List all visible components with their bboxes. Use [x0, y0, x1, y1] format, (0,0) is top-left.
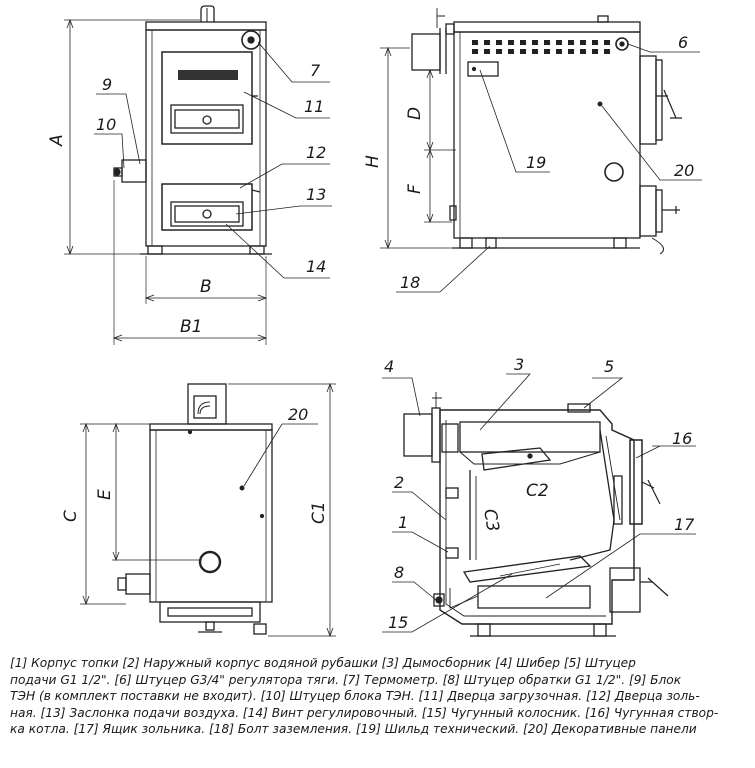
callout-20-side: 20 [674, 161, 694, 180]
dim-E-label: E [95, 489, 115, 500]
callout-16: 16 [672, 429, 692, 448]
caption-line: ТЭН (в комплект поставки не входит). [10… [10, 689, 700, 703]
dim-C2-label: C2 [526, 481, 549, 501]
legend-caption: [1] Корпус топки [2] Наружный корпус вод… [10, 655, 750, 738]
callout-2: 2 [394, 473, 404, 492]
dim-H-label: H [363, 155, 383, 168]
section-view [382, 373, 696, 637]
vent-holes [472, 40, 610, 54]
callout-17: 17 [674, 515, 695, 534]
caption-line: [1] Корпус топки [2] Наружный корпус вод… [10, 656, 636, 670]
callout-3: 3 [514, 355, 524, 374]
callout-19: 19 [526, 153, 546, 172]
callout-5: 5 [604, 357, 614, 376]
dim-C-label: C [61, 510, 81, 522]
side-view [380, 8, 702, 293]
callout-1: 1 [398, 513, 408, 532]
shiber-box [411, 33, 441, 71]
callout-7: 7 [310, 61, 321, 80]
dim-B1-label: B1 [180, 317, 202, 337]
nameplate [467, 61, 499, 77]
thermometer-icon [241, 30, 261, 50]
callout-10: 10 [96, 115, 116, 134]
callout-13: 13 [306, 185, 326, 204]
callout-9: 9 [102, 75, 112, 94]
callout-20-back: 20 [288, 405, 308, 424]
callout-15: 15 [388, 613, 408, 632]
dim-D-label: D [405, 107, 425, 120]
callout-14: 14 [306, 257, 326, 276]
dim-C3-label: C3 [479, 507, 503, 533]
loading-door [161, 51, 253, 145]
dim-C1-label: C1 [309, 501, 329, 524]
callout-4: 4 [384, 357, 394, 376]
back-view [80, 382, 336, 638]
callout-11: 11 [304, 97, 324, 116]
dim-A-label: A [47, 134, 67, 147]
dim-F-label: F [405, 184, 425, 194]
boiler-drawings: 7 9 10 11 12 13 14 A B B1 [47, 5, 702, 638]
callout-18: 18 [400, 273, 420, 292]
callout-6: 6 [678, 33, 688, 52]
callout-12: 12 [306, 143, 326, 162]
ten-block [121, 159, 147, 183]
ash-door [161, 183, 253, 231]
dim-B-label: B [200, 277, 212, 297]
caption-line: ная. [13] Заслонка подачи воздуха. [14] … [10, 705, 719, 720]
caption-line: подачи G1 1/2". [6] Штуцер G3/4" регулят… [10, 672, 682, 687]
front-view [64, 5, 332, 345]
callout-8: 8 [394, 563, 404, 582]
caption-line: ка котла. [17] Ящик зольника. [18] Болт … [10, 722, 697, 736]
